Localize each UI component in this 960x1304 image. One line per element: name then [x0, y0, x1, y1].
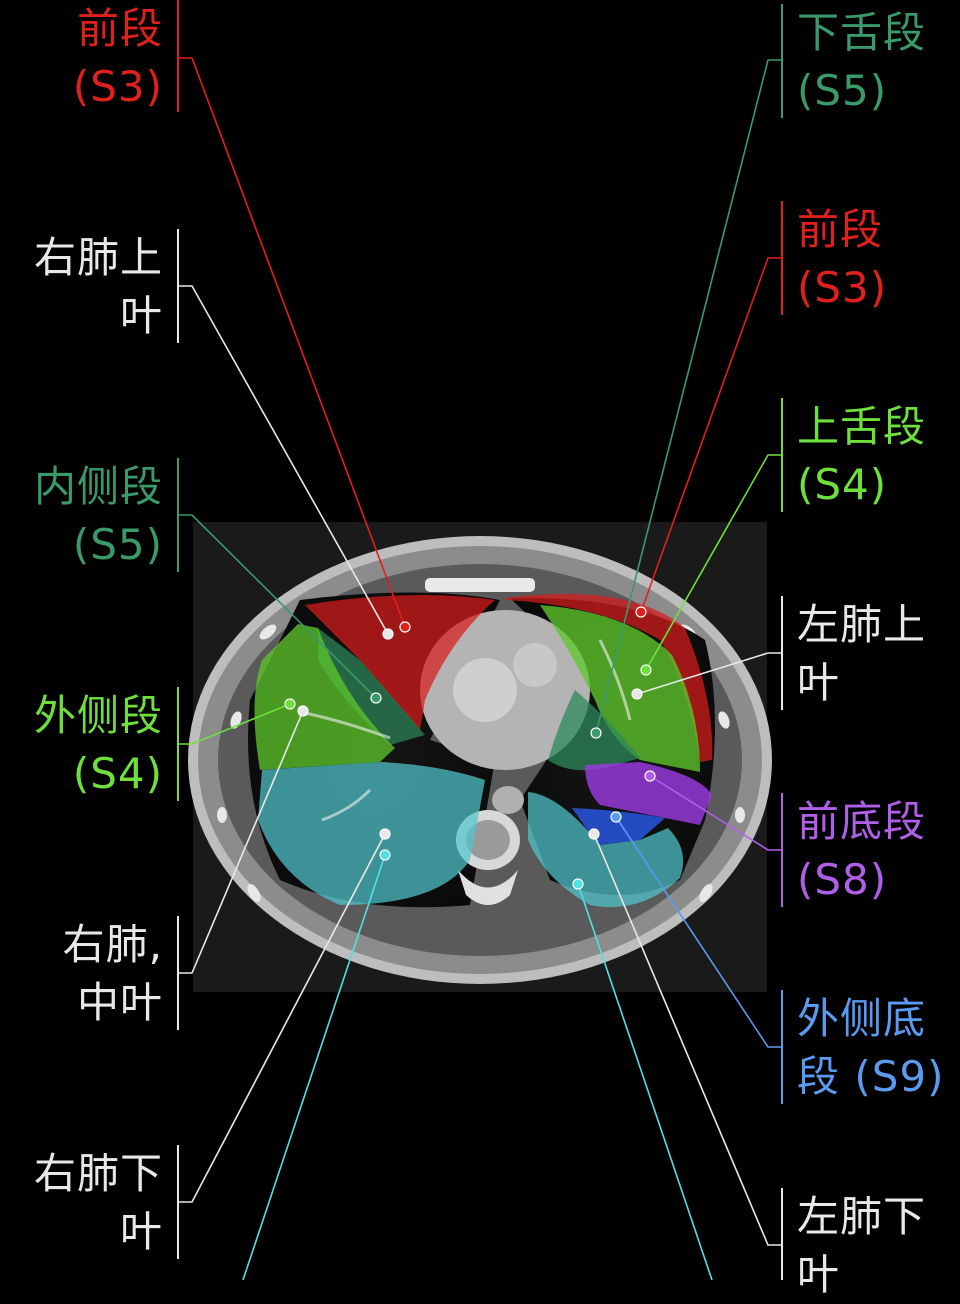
label-right-lateral-segment: 外侧段 (S4): [34, 687, 163, 803]
l-lower-lobe-region: [528, 792, 684, 908]
label-line2: 中叶: [76, 978, 163, 1027]
leader-l-inf-ling-s5-dot: [590, 727, 602, 739]
label-left-anterior-segment: 前段 (S3): [797, 201, 887, 317]
leader-l-lower-lobe: [593, 833, 782, 1246]
leader-r-medial-s5-dot: [370, 692, 382, 704]
label-line2: 叶: [119, 1207, 163, 1256]
leader-l-upper-lobe-dot: [631, 688, 643, 700]
leader-l-sup-ling-s4-dot: [640, 664, 652, 676]
r-anterior-s3-region: [305, 595, 495, 730]
leader-r-upper-lobe: [178, 285, 389, 635]
label-line1: 右肺,: [62, 920, 163, 969]
label-line1: 外侧段: [33, 691, 163, 740]
label-line1: 右肺下: [33, 1149, 163, 1198]
label-left-lateral-basal-segment: 外侧底 段 (S9): [797, 990, 945, 1106]
leader-l-lat-basal-s9: [615, 816, 782, 1048]
leader-r-lower-lobe-dot: [379, 828, 391, 840]
l-ant-basal-s8-region: [585, 762, 712, 825]
label-line1: 上舌段: [797, 402, 927, 451]
label-line1: 左肺下: [797, 1192, 927, 1241]
label-left-inferior-lingular-segment: 下舌段 (S5): [797, 4, 926, 120]
label-line2: 叶: [797, 658, 841, 707]
leader-l-inf-ling-s5: [595, 59, 782, 734]
label-left-lower-lobe: 左肺下 叶: [797, 1188, 926, 1304]
label-line1: 前段: [76, 4, 163, 53]
leader-l-lower-lobe-tail: [577, 883, 713, 1280]
label-line1: 外侧底: [797, 994, 927, 1043]
leader-r-middle-lobe: [178, 710, 304, 974]
label-line1: 右肺上: [33, 233, 163, 282]
label-line2: (S5): [797, 66, 888, 115]
r-lower-lobe-region: [258, 762, 485, 905]
label-line2: (S8): [797, 855, 888, 904]
label-right-middle-lobe: 右肺, 中叶: [63, 916, 163, 1032]
label-right-lower-lobe: 右肺下 叶: [34, 1145, 163, 1261]
leader-l-lower-lobe-tail-dot: [572, 878, 584, 890]
label-right-anterior-segment: 前段 (S3): [73, 0, 163, 116]
label-line1: 左肺上: [797, 600, 927, 649]
leader-r-upper-lobe-dot: [382, 628, 394, 640]
leader-r-lateral-s4: [178, 703, 291, 745]
r-medial-s5-region: [318, 628, 425, 745]
label-line2: (S3): [72, 62, 163, 111]
label-line1: 内侧段: [33, 462, 163, 511]
label-line2: (S4): [72, 749, 163, 798]
label-line2: (S3): [797, 263, 888, 312]
leader-r-lateral-s4-dot: [284, 698, 296, 710]
r-lateral-s4-region: [254, 624, 395, 770]
label-line2: (S5): [72, 520, 163, 569]
label-line2: 段 (S9): [797, 1052, 945, 1101]
leader-r-anterior-s3-dot: [399, 621, 411, 633]
leader-lines: [177, 0, 783, 1280]
leader-l-ant-basal-s8-dot: [644, 770, 656, 782]
leader-r-anterior-s3: [178, 57, 406, 628]
leader-l-sup-ling-s4: [645, 454, 782, 671]
label-line1: 前段: [797, 205, 884, 254]
label-line1: 前底段: [797, 797, 927, 846]
label-line1: 下舌段: [797, 8, 927, 57]
leader-r-lower-lobe: [178, 833, 386, 1203]
leader-l-anterior-s3: [640, 257, 782, 613]
leader-l-upper-lobe: [636, 652, 782, 695]
leader-r-middle-lobe-dot: [297, 705, 309, 717]
leader-l-lower-lobe-dot: [588, 828, 600, 840]
leader-r-medial-s5: [178, 514, 377, 699]
leader-l-ant-basal-s8: [649, 775, 782, 851]
label-line2: 叶: [797, 1250, 841, 1299]
leader-l-lat-basal-s9-dot: [610, 811, 622, 823]
label-left-anterior-basal-segment: 前底段 (S8): [797, 793, 926, 909]
leader-r-lower-lobe-tail-dot: [379, 849, 391, 861]
l-anterior-s3-region: [505, 593, 713, 762]
label-line2: (S4): [797, 460, 888, 509]
leader-r-lower-lobe-tail: [242, 854, 386, 1280]
label-left-upper-lobe: 左肺上 叶: [797, 596, 926, 712]
label-line2: 叶: [119, 291, 163, 340]
label-right-upper-lobe: 右肺上 叶: [34, 229, 163, 345]
label-right-medial-segment: 内侧段 (S5): [34, 458, 163, 574]
label-left-superior-lingular-segment: 上舌段 (S4): [797, 398, 926, 514]
leader-l-anterior-s3-dot: [635, 606, 647, 618]
